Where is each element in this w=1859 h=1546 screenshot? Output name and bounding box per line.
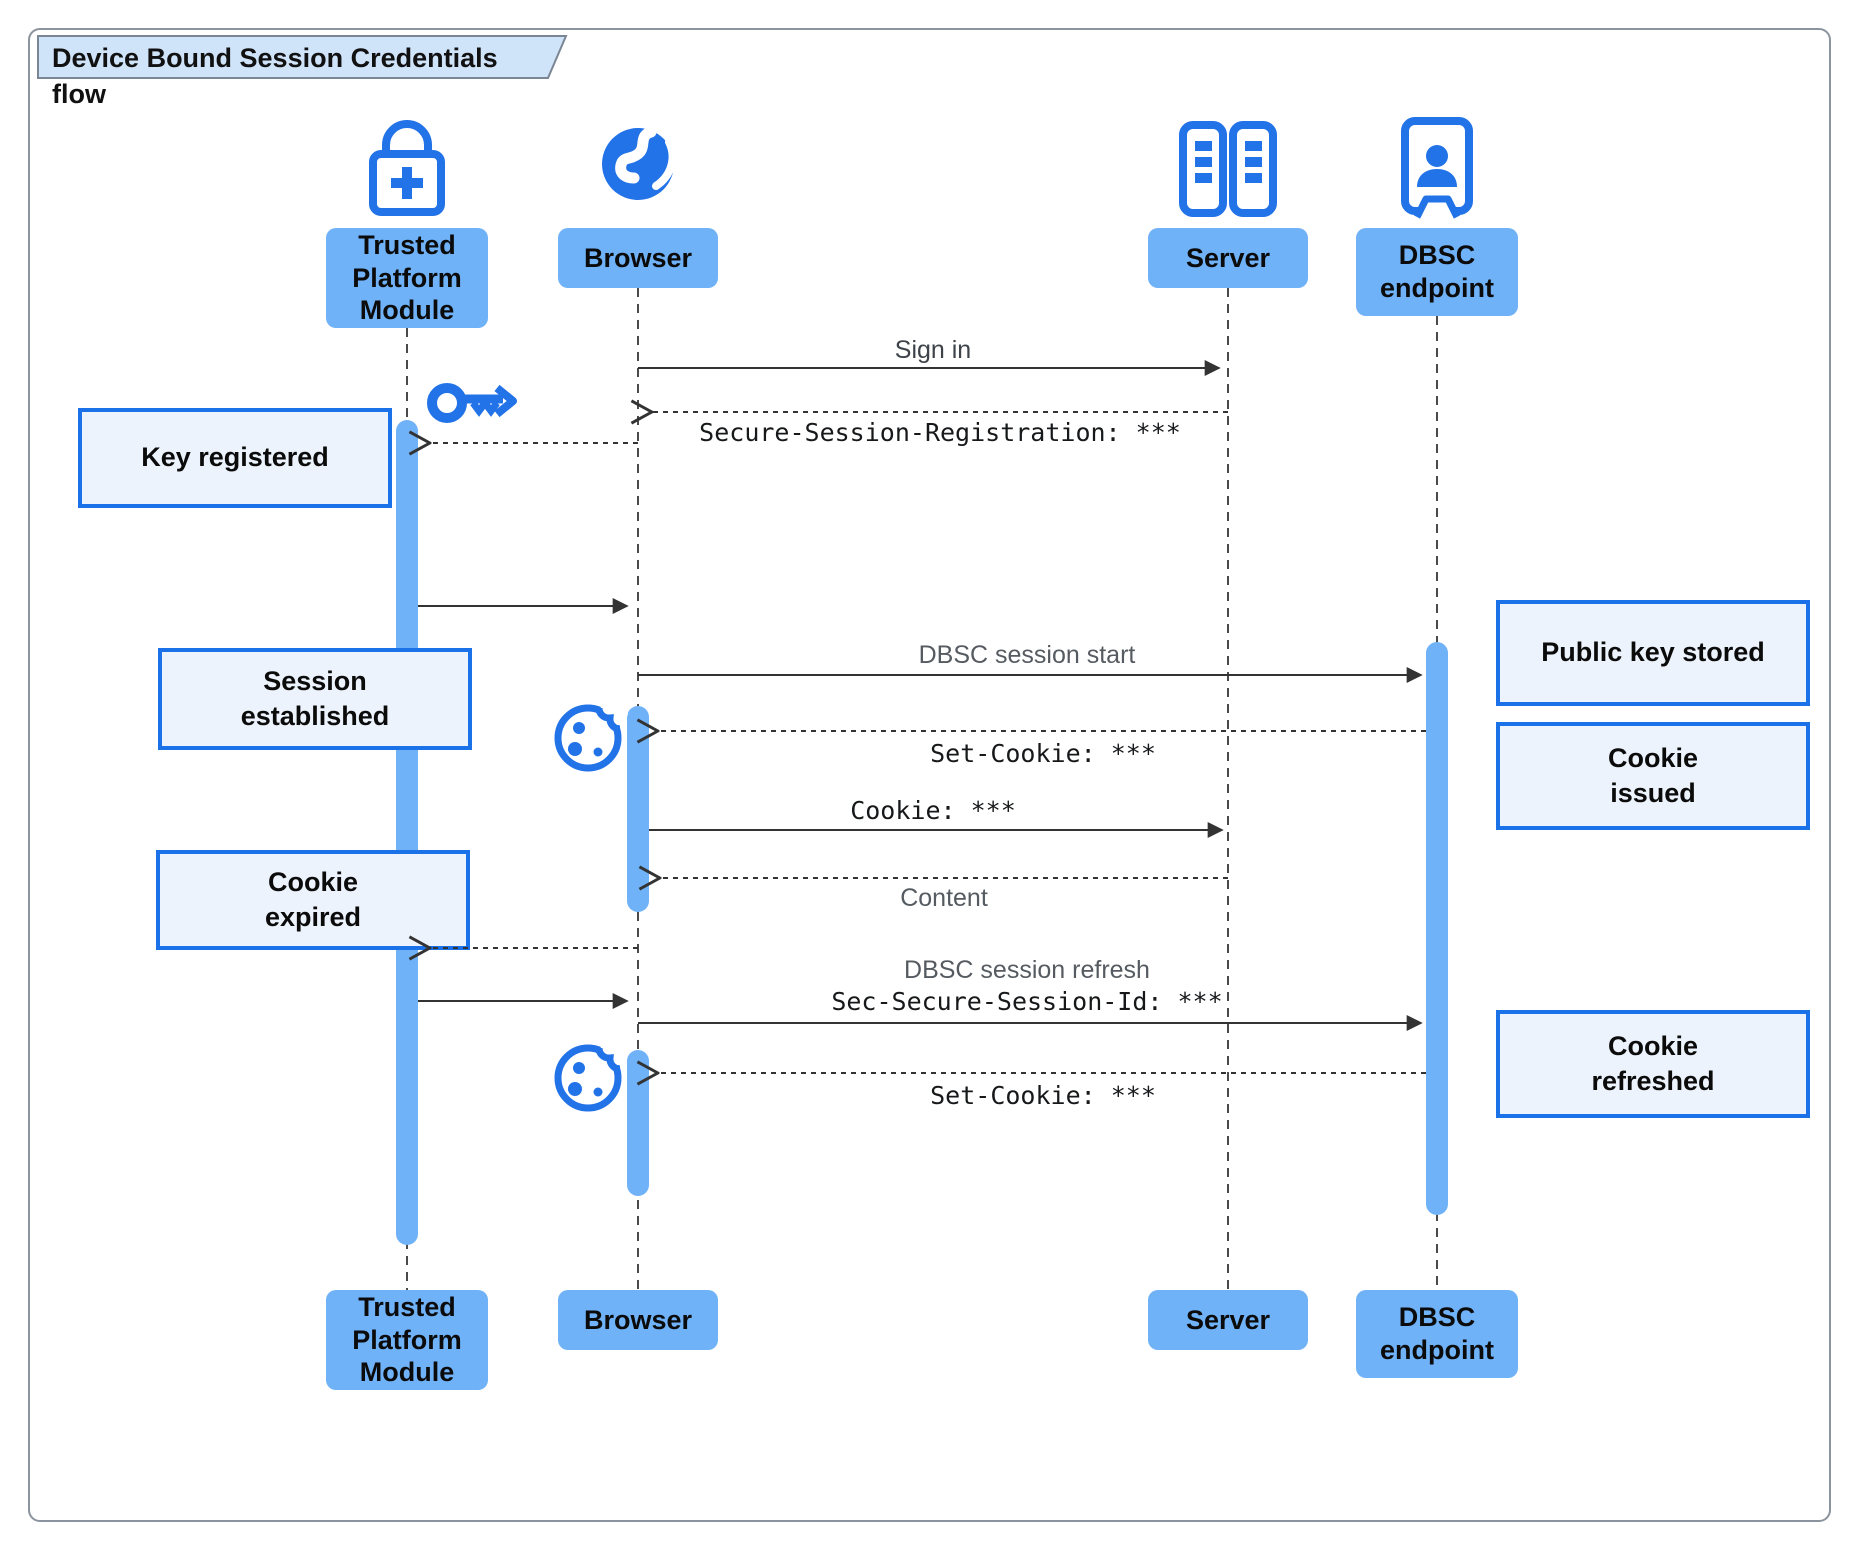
actor-server-bottom: Server bbox=[1148, 1290, 1308, 1350]
diagram-frame bbox=[28, 28, 1831, 1522]
note-public-key-stored: Public key stored bbox=[1496, 600, 1810, 706]
msg-sec-secure-session-id: Sec-Secure-Session-Id: *** bbox=[831, 987, 1223, 1016]
actor-tpm-top: Trusted Platform Module bbox=[326, 228, 488, 328]
msg-dbsc-session-start: DBSC session start bbox=[918, 641, 1136, 669]
msg-set-cookie-1: Set-Cookie: *** bbox=[930, 739, 1156, 768]
msg-dbsc-session-refresh: DBSC session refresh bbox=[904, 956, 1150, 984]
activation-browser-2 bbox=[627, 1050, 649, 1196]
note-session-established: Session established bbox=[158, 648, 472, 750]
msg-content: Content bbox=[900, 884, 988, 912]
note-cookie-refreshed: Cookie refreshed bbox=[1496, 1010, 1810, 1118]
actor-tpm-bottom: Trusted Platform Module bbox=[326, 1290, 488, 1390]
note-key-registered: Key registered bbox=[78, 408, 392, 508]
note-cookie-expired: Cookie expired bbox=[156, 850, 470, 950]
note-cookie-issued: Cookie issued bbox=[1496, 722, 1810, 830]
msg-sign-in: Sign in bbox=[894, 336, 972, 364]
actor-browser-top: Browser bbox=[558, 228, 718, 288]
actor-dbsc-bottom: DBSC endpoint bbox=[1356, 1290, 1518, 1378]
actor-dbsc-top: DBSC endpoint bbox=[1356, 228, 1518, 316]
activation-tpm bbox=[396, 420, 418, 1245]
actor-server-top: Server bbox=[1148, 228, 1308, 288]
msg-set-cookie-2: Set-Cookie: *** bbox=[930, 1081, 1156, 1110]
activation-dbsc bbox=[1426, 642, 1448, 1215]
msg-cookie: Cookie: *** bbox=[850, 796, 1016, 825]
actor-browser-bottom: Browser bbox=[558, 1290, 718, 1350]
diagram-title: Device Bound Session Credentials flow bbox=[52, 43, 498, 109]
msg-secure-session-registration: Secure-Session-Registration: *** bbox=[699, 418, 1181, 447]
